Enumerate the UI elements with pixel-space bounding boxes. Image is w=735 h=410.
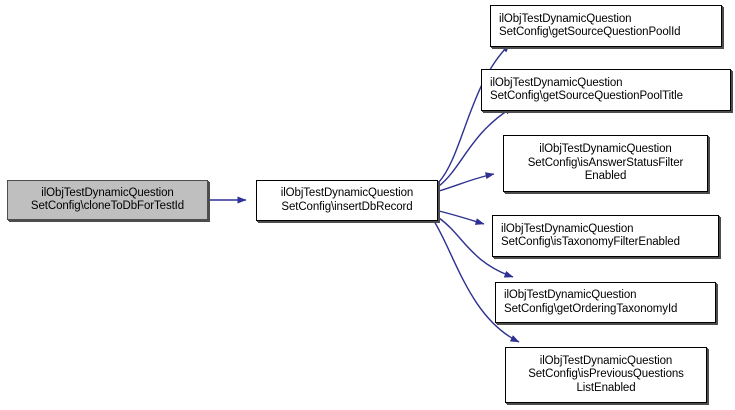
node-label-line: ilObjTestDynamicQuestion (539, 354, 673, 367)
graph-edge-insert-db-record-to-is-taxonomy-filter-enabled (438, 210, 485, 225)
graph-edge-insert-db-record-to-get-source-question-pool-title (438, 106, 514, 187)
node-label-line: SetConfig\isAnswerStatusFilter (527, 156, 684, 169)
node-label-line: SetConfig\isTaxonomyFilterEnabled (501, 236, 680, 248)
node-label-line: ilObjTestDynamicQuestion (41, 186, 174, 199)
node-label-line: SetConfig\isPreviousQuestions (528, 368, 684, 381)
node-label-line: ilObjTestDynamicQuestion (490, 76, 623, 89)
node-label-line: SetConfig\insertDbRecord (281, 200, 413, 213)
node-label-line: SetConfig\getOrderingTaxonomyId (504, 302, 678, 315)
node-label-line: ilObjTestDynamicQuestion (280, 187, 414, 199)
node-label-line: Enabled (584, 170, 627, 183)
node-label-line: ilObjTestDynamicQuestion (499, 12, 632, 25)
node-label-line: ilObjTestDynamicQuestion (539, 143, 672, 156)
node-label-line: ilObjTestDynamicQuestion (501, 222, 634, 235)
node-label-line: SetConfig\cloneToDbForTestId (30, 200, 185, 212)
graph-edge-insert-db-record-to-get-source-question-pool-id (438, 43, 511, 183)
node-label-line: SetConfig\getSourceQuestionPoolId (499, 26, 681, 38)
graph-edge-insert-db-record-to-is-answer-status-filter-enabled (438, 172, 495, 192)
node-label-line: ListEnabled (576, 381, 636, 394)
node-label-line: SetConfig\getSourceQuestionPoolTitle (490, 90, 683, 102)
node-label-line: ilObjTestDynamicQuestion (504, 289, 637, 301)
